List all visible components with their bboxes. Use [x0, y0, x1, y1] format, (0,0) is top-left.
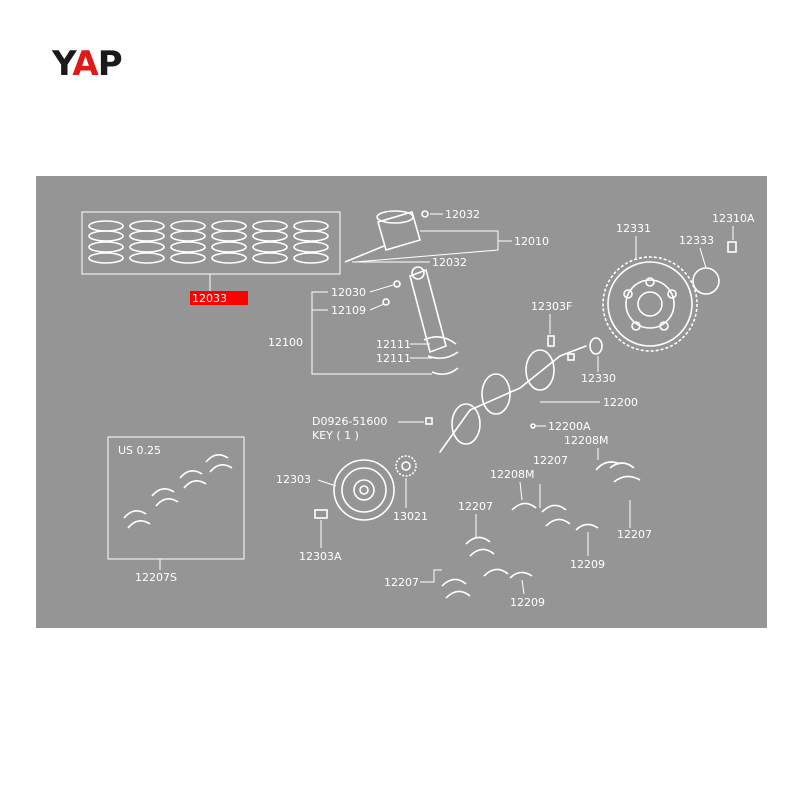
callout-12032-bottom: 12032	[432, 256, 467, 269]
crankshaft	[439, 335, 603, 453]
main-bearings	[441, 461, 641, 599]
callout-12032-top: 12032	[445, 208, 480, 221]
callout-12207-bottom: 12207	[384, 576, 419, 589]
callout-12303f: 12303F	[531, 300, 572, 313]
logo-letter-y: Y	[52, 44, 73, 84]
callout-d0926-51600: D0926-51600	[312, 415, 387, 428]
callout-12033: 12033	[192, 292, 227, 305]
callout-12331: 12331	[616, 222, 651, 235]
callout-12200: 12200	[603, 396, 638, 409]
callout-12208m-right: 12208M	[564, 434, 608, 447]
crank-pulley	[333, 459, 395, 521]
callout-12303: 12303	[276, 473, 311, 486]
callout-12207s: 12207S	[135, 571, 177, 584]
piston-assembly	[344, 210, 512, 263]
callout-12310a: 12310A	[712, 212, 755, 225]
pulley-bolt	[314, 509, 328, 519]
piston-rings-set	[81, 211, 341, 292]
callout-12333: 12333	[679, 234, 714, 247]
crank-sprocket	[395, 455, 417, 477]
woodruff-key	[425, 417, 433, 425]
callout-key: KEY ( 1 )	[312, 429, 359, 442]
callout-12010: 12010	[514, 235, 549, 248]
highlight-12033	[190, 291, 248, 305]
callout-12109: 12109	[331, 304, 366, 317]
callout-12207-center: 12207	[533, 454, 568, 467]
flywheel-bolt	[727, 241, 737, 253]
callout-12200a: 12200A	[548, 420, 591, 433]
bearing-set-box	[107, 436, 245, 570]
callout-12207-right: 12207	[617, 528, 652, 541]
callout-12100: 12100	[268, 336, 303, 349]
callout-12111-lower: 12111	[376, 352, 411, 365]
reinforcement-plate	[692, 267, 720, 295]
callout-12209-bottom: 12209	[510, 596, 545, 609]
callout-12303a: 12303A	[299, 550, 342, 563]
callout-12030: 12030	[331, 286, 366, 299]
connecting-rod	[382, 266, 459, 376]
callout-13021: 13021	[393, 510, 428, 523]
callout-us-025: US 0.25	[118, 444, 161, 457]
callout-12209-right: 12209	[570, 558, 605, 571]
callout-12330: 12330	[581, 372, 616, 385]
callout-12208m-left: 12208M	[490, 468, 534, 481]
callout-12111-upper: 12111	[376, 338, 411, 351]
logo-letter-p: P	[97, 44, 123, 84]
callout-12207-left: 12207	[458, 500, 493, 513]
brand-logo: YAP	[52, 44, 123, 84]
flywheel	[602, 256, 698, 352]
logo-letter-a: A	[72, 44, 98, 84]
